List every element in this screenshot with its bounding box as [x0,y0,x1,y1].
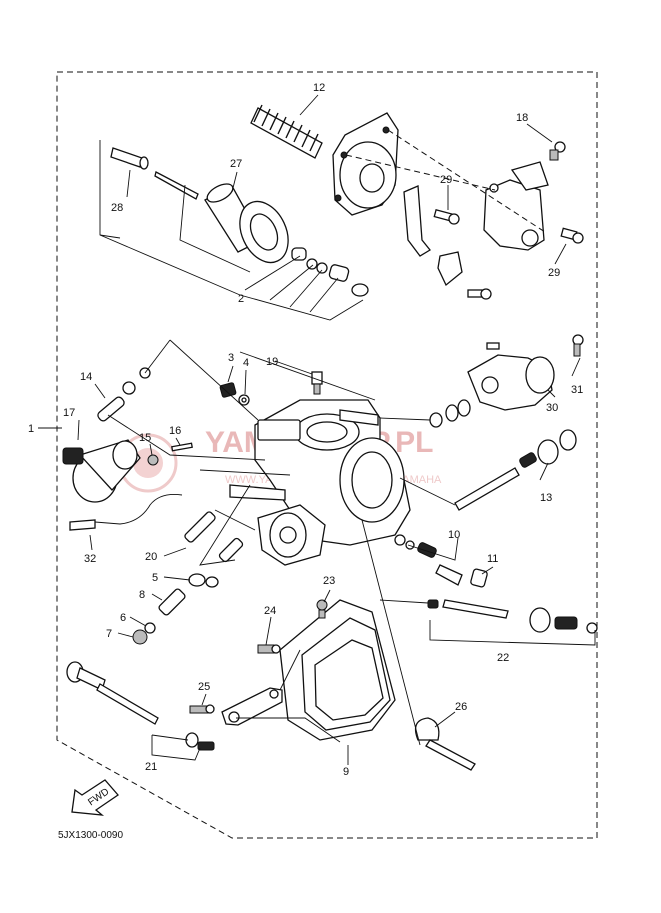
callout-31: 31 [571,384,583,396]
piston-valve-27 [204,183,289,264]
callout-24: 24 [264,605,276,617]
screw-24 [257,644,281,654]
callout-11: 11 [487,553,498,565]
float-chamber-9 [279,599,396,741]
screw-19 [311,371,323,395]
callout-18: 18 [516,112,528,124]
fwd-arrow: FWD [71,779,119,816]
pin-16 [171,442,193,452]
assembly-boundary [56,71,598,839]
callout-2: 2 [238,293,244,305]
throttle-stop-22 [427,599,598,634]
callout-3: 3 [228,352,234,364]
callout-13: 13 [540,492,552,504]
o-ring-5 [188,573,219,588]
callout-15: 15 [139,432,151,444]
spring-3 [219,382,237,398]
carburetor-body [229,399,411,566]
catalog-code: 5JX1300-0090 [58,830,123,841]
screw-31 [572,334,584,357]
callout-17: 17 [63,407,75,419]
plunger-13 [454,429,577,511]
callout-23: 23 [323,575,335,587]
jet-needle-2 [154,171,369,297]
callout-27: 27 [230,158,242,170]
plug-7 [132,629,148,645]
screw-bracket [467,288,492,300]
washer-6 [144,622,156,634]
callout-21: 21 [145,761,157,773]
callout-25: 25 [198,681,210,693]
drain-screw-23 [316,599,328,619]
callout-32: 32 [84,553,96,565]
starter-cap-17 [62,439,141,503]
callouts: 12 18 27 28 29 29 2 3 4 19 14 1 17 15 16… [28,82,583,778]
screw-30a [486,342,500,350]
callout-22: 22 [497,652,509,664]
callout-10: 10 [448,529,460,541]
hose-32 [69,494,183,531]
screw-29b [560,227,584,244]
callout-6: 6 [120,612,126,624]
callout-8: 8 [139,589,145,601]
callout-9: 9 [343,766,349,778]
pin-28 [110,147,149,170]
callout-28: 28 [111,202,123,214]
screw-15 [147,454,159,466]
cover-30 [467,354,555,411]
top-cover [332,112,399,216]
callout-29b: 29 [548,267,560,279]
tube-26 [414,717,476,771]
callout-7: 7 [106,628,112,640]
screw-29a [433,208,460,225]
bracket-plate [221,687,283,726]
callout-16: 16 [169,425,181,437]
callout-19: 19 [266,356,278,368]
plug-11 [470,568,488,588]
callout-26: 26 [455,701,467,713]
main-jet-8 [158,588,186,616]
cable-adjuster-21 [66,661,215,751]
callout-20: 20 [145,551,157,563]
washers-right [429,399,471,428]
screw-25 [189,704,215,714]
screw-18 [549,141,566,161]
callout-12: 12 [313,82,325,94]
pilot-jet-20 [184,511,244,563]
spring-12 [250,104,323,159]
callout-4: 4 [243,357,249,369]
callout-5: 5 [152,572,158,584]
washer-4 [238,394,250,406]
callout-29a: 29 [440,174,452,186]
callout-1: 1 [28,423,34,435]
callout-30: 30 [546,402,558,414]
pilot-screw-10 [394,534,463,586]
callout-14: 14 [80,371,92,383]
throttle-bracket [403,161,549,287]
leader-lines [38,94,596,765]
choke-plunger-14 [97,367,151,422]
